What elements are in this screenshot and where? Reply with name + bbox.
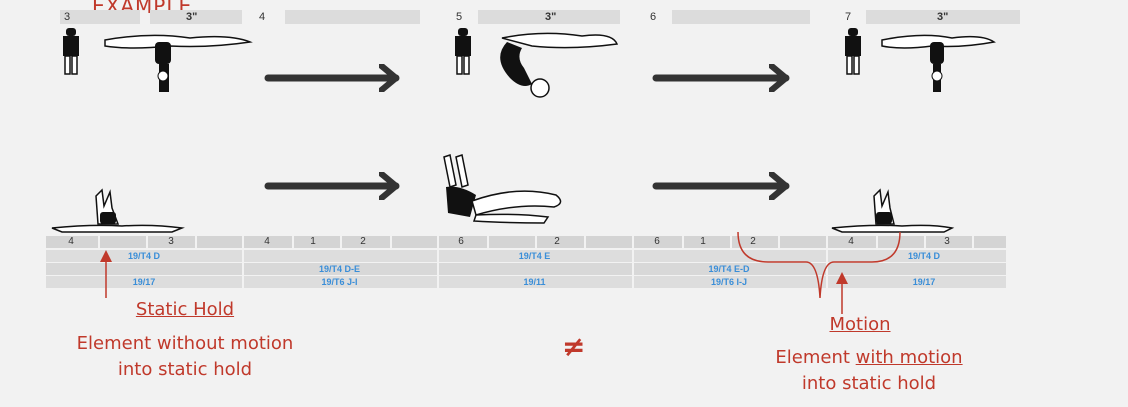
count-cell: 6 [650, 236, 664, 248]
count-cell: 1 [306, 236, 320, 248]
code-label: 19/T6 I-J [632, 276, 826, 288]
motion-line2: into static hold [728, 372, 1010, 396]
motion-line1-text: Element [775, 347, 855, 368]
count-cell: 2 [746, 236, 760, 248]
swimmer-figure [444, 155, 561, 223]
count-cell: 1 [696, 236, 710, 248]
not-equal-symbol: ≠ [562, 330, 585, 363]
count-cell: 4 [844, 236, 858, 248]
count-cell: 3 [940, 236, 954, 248]
code-label: 19/17 [46, 276, 242, 288]
swimmer-figure [832, 190, 952, 232]
count-cell: 6 [454, 236, 468, 248]
code-label: 19/T4 D [826, 250, 1022, 262]
static-hold-title: Static Hold [100, 298, 270, 322]
count-cell: 4 [260, 236, 274, 248]
code-label: 19/T4 D [46, 250, 242, 262]
code-label: 19/T6 J-I [242, 276, 437, 288]
count-cell: 3 [164, 236, 178, 248]
static-hold-line1: Element without motion [18, 332, 352, 356]
swimmer-pair-figure [63, 28, 250, 92]
code-label: 19/11 [437, 276, 632, 288]
count-grid-row [46, 236, 1006, 248]
motion-line1: Element with motion [728, 346, 1010, 370]
swimmer-pair-figure [455, 28, 617, 97]
motion-title: Motion [780, 313, 940, 337]
code-label: 19/T4 E [437, 250, 632, 262]
count-cell: 2 [356, 236, 370, 248]
swimmer-pair-figure [845, 28, 994, 92]
code-grid-row [46, 263, 1006, 275]
count-cell: 2 [550, 236, 564, 248]
swimmer-figure [52, 190, 182, 232]
code-label: 19/17 [826, 276, 1022, 288]
count-cell: 4 [64, 236, 78, 248]
motion-line1-emphasis: with motion [856, 347, 963, 368]
static-hold-line2: into static hold [18, 358, 352, 382]
code-label: 19/T4 D-E [242, 263, 437, 275]
code-label: 19/T4 E-D [632, 263, 826, 275]
